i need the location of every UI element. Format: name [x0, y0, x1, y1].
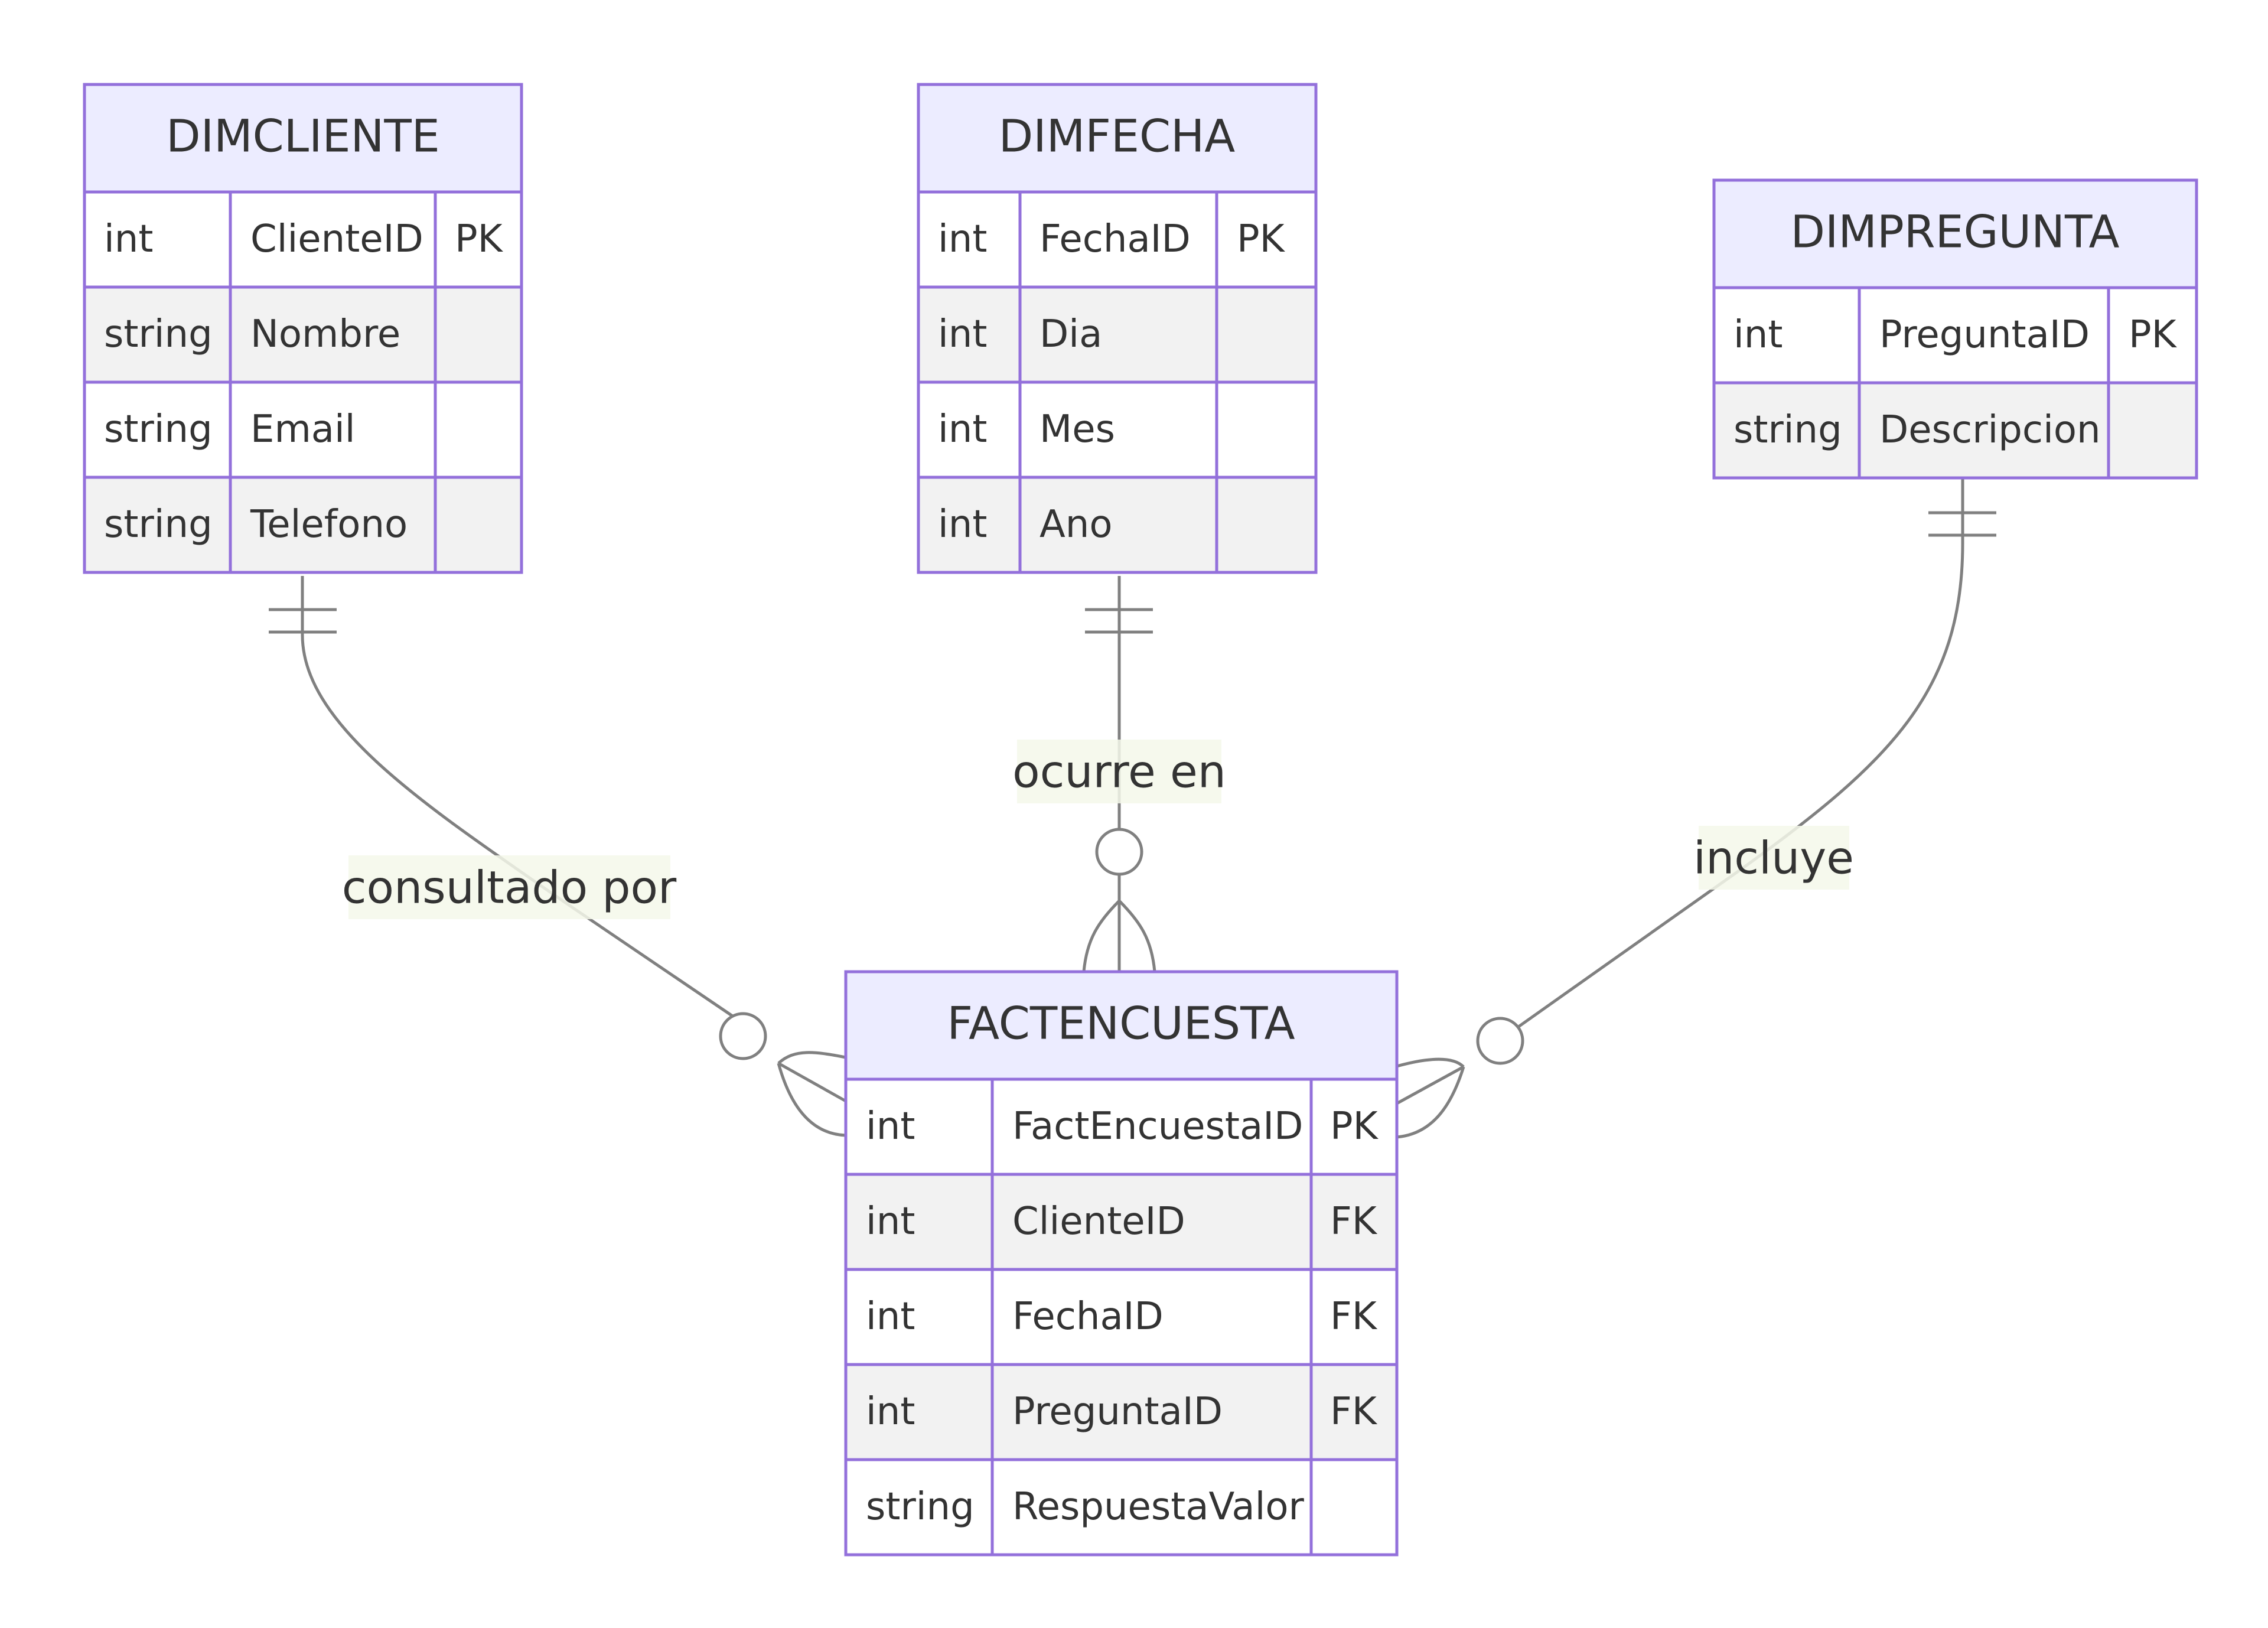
relationship-label-text: incluye — [1693, 832, 1854, 884]
entity-title: FACTENCUESTA — [947, 997, 1295, 1050]
attribute-name: PreguntaID — [1879, 313, 2090, 357]
attribute-key: PK — [1237, 217, 1286, 261]
attribute-row: int FechaID FK — [866, 1295, 1378, 1339]
attribute-type: int — [938, 503, 987, 546]
attribute-type: int — [1733, 313, 1783, 357]
attribute-key: FK — [1330, 1200, 1378, 1243]
attribute-row: int FechaID PK — [938, 217, 1286, 261]
attribute-row: string Nombre — [104, 312, 400, 356]
attribute-name: FechaID — [1012, 1295, 1164, 1339]
attribute-name: FactEncuestaID — [1012, 1105, 1303, 1148]
attribute-type: string — [104, 408, 213, 451]
pregunta-zero-or-more-marker — [1396, 1017, 1524, 1139]
fecha-zero-or-more-marker — [1082, 828, 1156, 972]
attribute-row: string Telefono — [104, 503, 408, 546]
relationship-line-pregunta — [1499, 478, 1964, 1041]
attribute-name: Ano — [1040, 503, 1113, 546]
attribute-type: string — [866, 1485, 975, 1529]
attribute-type: int — [938, 217, 987, 261]
attribute-type: int — [866, 1390, 915, 1434]
attribute-row: int Mes — [938, 408, 1115, 451]
attribute-row: string Descripcion — [1733, 408, 2101, 452]
attribute-row: int Dia — [938, 312, 1102, 356]
relationship-label-text: consultado por — [342, 861, 677, 914]
attribute-row: int PreguntaID PK — [1733, 313, 2178, 357]
attribute-row: int PreguntaID FK — [866, 1390, 1378, 1434]
attribute-type: int — [866, 1105, 915, 1148]
attribute-name: PreguntaID — [1012, 1390, 1223, 1434]
attribute-type: int — [938, 312, 987, 356]
relationship-line-cliente — [301, 576, 742, 1024]
relationship-label-ocurre-en: ocurre en — [1012, 740, 1226, 803]
attribute-type: int — [866, 1200, 915, 1243]
cliente-zero-or-more-marker — [719, 1012, 847, 1137]
attribute-key: FK — [1330, 1295, 1378, 1339]
attribute-type: int — [938, 408, 987, 451]
attribute-row: int Ano — [938, 503, 1113, 546]
attribute-name: ClienteID — [1012, 1200, 1185, 1243]
attribute-type: string — [1733, 408, 1842, 452]
attribute-type: string — [104, 312, 213, 356]
attribute-name: ClienteID — [250, 217, 423, 261]
relationship-label-text: ocurre en — [1012, 745, 1226, 798]
entity-dimfecha: DIMFECHA int FechaID PK int Dia int Mes … — [917, 83, 1318, 574]
entity-title: DIMPREGUNTA — [1790, 206, 2119, 258]
attribute-type: string — [104, 503, 213, 546]
attribute-name: Email — [250, 408, 356, 451]
cliente-exactly-one-marker — [269, 608, 337, 634]
attribute-key: PK — [2129, 313, 2178, 357]
attribute-name: Mes — [1040, 408, 1115, 451]
relationship-label-incluye: incluye — [1693, 826, 1854, 890]
attribute-type: int — [866, 1295, 915, 1339]
entity-title: DIMCLIENTE — [166, 110, 440, 162]
attribute-key: PK — [1330, 1105, 1379, 1148]
attribute-row: int ClienteID PK — [104, 217, 504, 261]
attribute-type: int — [104, 217, 153, 261]
entity-factencuesta: FACTENCUESTA int FactEncuestaID PK int C… — [844, 970, 1399, 1557]
attribute-row: int FactEncuestaID PK — [866, 1105, 1379, 1148]
fecha-exactly-one-marker — [1085, 608, 1153, 634]
pregunta-exactly-one-marker — [1928, 511, 1996, 537]
attribute-name: Descripcion — [1879, 408, 2101, 452]
attribute-key: FK — [1330, 1390, 1378, 1434]
attribute-row: string Email — [104, 408, 356, 451]
relationship-label-consultado-por: consultado por — [342, 855, 677, 919]
attribute-name: Nombre — [250, 312, 400, 356]
attribute-name: FechaID — [1040, 217, 1191, 261]
cardinality-markers — [269, 511, 1996, 1139]
entity-title: DIMFECHA — [999, 110, 1235, 162]
attribute-row: int ClienteID FK — [866, 1200, 1378, 1243]
entity-dimcliente: DIMCLIENTE int ClienteID PK string Nombr… — [83, 83, 523, 574]
attribute-name: RespuestaValor — [1012, 1485, 1305, 1529]
attribute-name: Telefono — [250, 503, 408, 546]
attribute-key: PK — [455, 217, 504, 261]
attribute-row: string RespuestaValor — [866, 1485, 1305, 1529]
attribute-name: Dia — [1040, 312, 1102, 356]
entity-dimpregunta: DIMPREGUNTA int PreguntaID PK string Des… — [1712, 178, 2198, 480]
